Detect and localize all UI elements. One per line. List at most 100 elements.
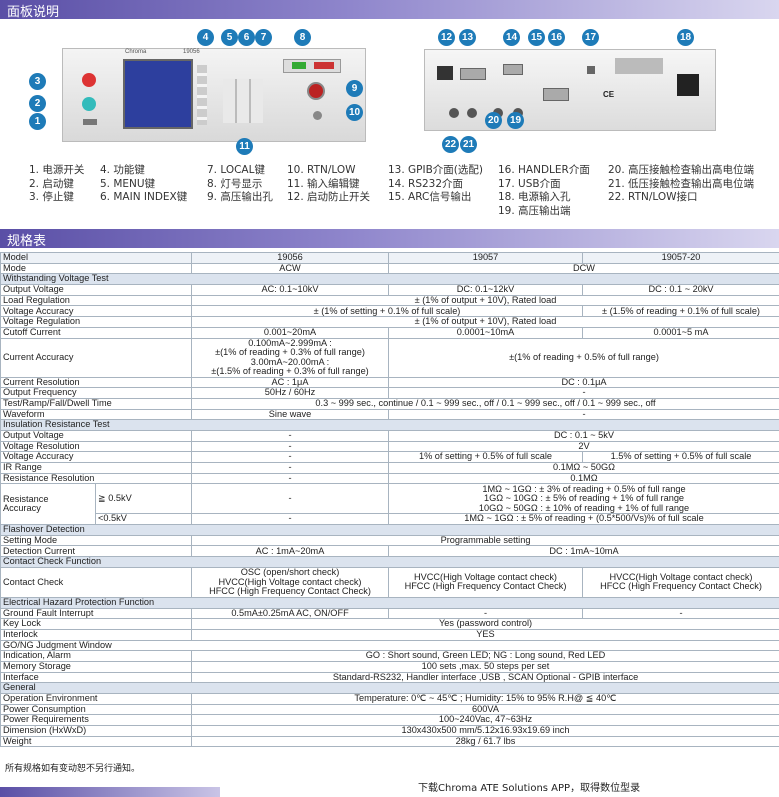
table-row: Resistance Resolution-0.1MΩ	[1, 473, 779, 484]
cell: 0.100mA~2.999mA :±(1% of reading + 0.3% …	[192, 338, 389, 377]
table-section-row: Withstanding Voltage Test	[1, 274, 779, 285]
legend-col-3: 7. LOCAL键 8. 灯号显示 9. 高压输出孔	[207, 164, 273, 205]
cell: Yes (password control)	[192, 619, 779, 630]
section-title-bar-panel: 面板说明	[0, 0, 779, 19]
table-row: Voltage Resolution-2V	[1, 441, 779, 452]
cell: <0.5kV	[96, 514, 192, 525]
power-switch	[83, 119, 97, 125]
cell: DC : 0.1 ~ 20kV	[583, 285, 779, 296]
cell: Cutoff Current	[1, 327, 192, 338]
cell: Contact Check Function	[1, 557, 779, 568]
cell: -	[389, 608, 583, 619]
cell: 2V	[389, 441, 779, 452]
table-row: IR Range-0.1MΩ ~ 50GΩ	[1, 463, 779, 474]
legend-item: 15. ARC信号输出	[388, 191, 483, 205]
rear-power-inlet	[677, 74, 699, 96]
callout-11: 11	[236, 138, 253, 155]
callout-8: 8	[294, 29, 311, 46]
cell-line: HFCC (High Frequency Contact Check)	[391, 582, 580, 592]
cell-line: HFCC (High Frequency Contact Check)	[194, 587, 386, 597]
callout-13: 13	[459, 29, 476, 46]
legend-item: 22. RTN/LOW接口	[608, 191, 754, 205]
cell-line: 10GΩ ~ 50GΩ : ± 10% of reading + 1% of f…	[391, 504, 777, 514]
callout-9: 9	[346, 80, 363, 97]
cell: -	[192, 430, 389, 441]
front-model-label: 19056	[183, 49, 200, 55]
cell: DC : 0.1 ~ 5kV	[389, 430, 779, 441]
legend-item: 12. 启动防止开关	[287, 191, 370, 205]
cell: -	[192, 441, 389, 452]
callout-18: 18	[677, 29, 694, 46]
cell: DC : 0.1μA	[389, 377, 779, 388]
cell: Interlock	[1, 629, 192, 640]
cell: 19056	[192, 253, 389, 264]
cell: Current Accuracy	[1, 338, 192, 377]
cell: 0.5mA±0.25mA AC, ON/OFF	[192, 608, 389, 619]
cell: Standard-RS232, Handler interface ,USB ,…	[192, 672, 779, 683]
cell: DC : 1mA~10mA	[389, 546, 779, 557]
legend-item: 11. 输入编辑键	[287, 178, 370, 192]
callout-3: 3	[29, 73, 46, 90]
legend-item: 19. 高压输出端	[498, 205, 590, 219]
cell: AC : 1μA	[192, 377, 389, 388]
callout-2: 2	[29, 95, 46, 112]
cell: DC: 0.1~12kV	[389, 285, 583, 296]
cell: ± (1% of output + 10V), Rated load	[192, 317, 779, 328]
cell: 19057-20	[583, 253, 779, 264]
cell: -	[389, 409, 779, 420]
callout-7: 7	[255, 29, 272, 46]
indicator-lights	[283, 59, 341, 73]
cell: Output Voltage	[1, 285, 192, 296]
cell: ± (1% of setting + 0.1% of full scale)	[192, 306, 583, 317]
callout-16: 16	[548, 29, 565, 46]
cell: Programmable setting	[192, 535, 779, 546]
cell: ± (1% of output + 10V), Rated load	[192, 295, 779, 306]
cell: ±(1% of reading + 0.5% of full range)	[389, 338, 779, 377]
cell: Operation Environment	[1, 694, 192, 705]
cell: 600VA	[192, 704, 779, 715]
legend-item: 17. USB介面	[498, 178, 590, 192]
cell: Interface	[1, 672, 192, 683]
edit-keypad	[223, 79, 263, 123]
cell: 130x430x500 mm/5.12x16.93x19.69 inch	[192, 726, 779, 737]
cell: Resistance Resolution	[1, 473, 192, 484]
cell: DCW	[389, 263, 779, 274]
callout-5: 5	[221, 29, 238, 46]
cell: -	[389, 388, 779, 399]
cell: Voltage Accuracy	[1, 306, 192, 317]
cell: Key Lock	[1, 619, 192, 630]
legend-item: 7. LOCAL键	[207, 164, 273, 178]
cell-line: Accuracy	[3, 504, 93, 514]
legend-item: 3. 停止键	[29, 191, 84, 205]
legend-item: 20. 高压接触检查输出高电位端	[608, 164, 754, 178]
table-section-row: Contact Check Function	[1, 557, 779, 568]
cell: GO : Short sound, Green LED; NG : Long s…	[192, 651, 779, 662]
cell: Detection Current	[1, 546, 192, 557]
legend-col-6: 16. HANDLER介面 17. USB介面 18. 电源输入孔 19. 高压…	[498, 164, 590, 218]
cell: Withstanding Voltage Test	[1, 274, 779, 285]
cell: Test/Ramp/Fall/Dwell Time	[1, 398, 192, 409]
cell: AC : 1mA~20mA	[192, 546, 389, 557]
next-section-bar	[0, 787, 220, 797]
cell: Output Frequency	[1, 388, 192, 399]
callout-22: 22	[442, 136, 459, 153]
cell: 1% of setting + 0.5% of full scale	[389, 452, 583, 463]
cell: Dimension (HxWxD)	[1, 726, 192, 737]
cell: 28kg / 61.7 lbs	[192, 736, 779, 747]
table-row: Dimension (HxWxD)130x430x500 mm/5.12x16.…	[1, 726, 779, 737]
cell: Voltage Resolution	[1, 441, 192, 452]
table-section-row: Insulation Resistance Test	[1, 420, 779, 431]
legend-item: 2. 启动键	[29, 178, 84, 192]
cell: GO/NG Judgment Window	[1, 640, 779, 651]
cell: 1.5% of setting + 0.5% of full scale	[583, 452, 779, 463]
